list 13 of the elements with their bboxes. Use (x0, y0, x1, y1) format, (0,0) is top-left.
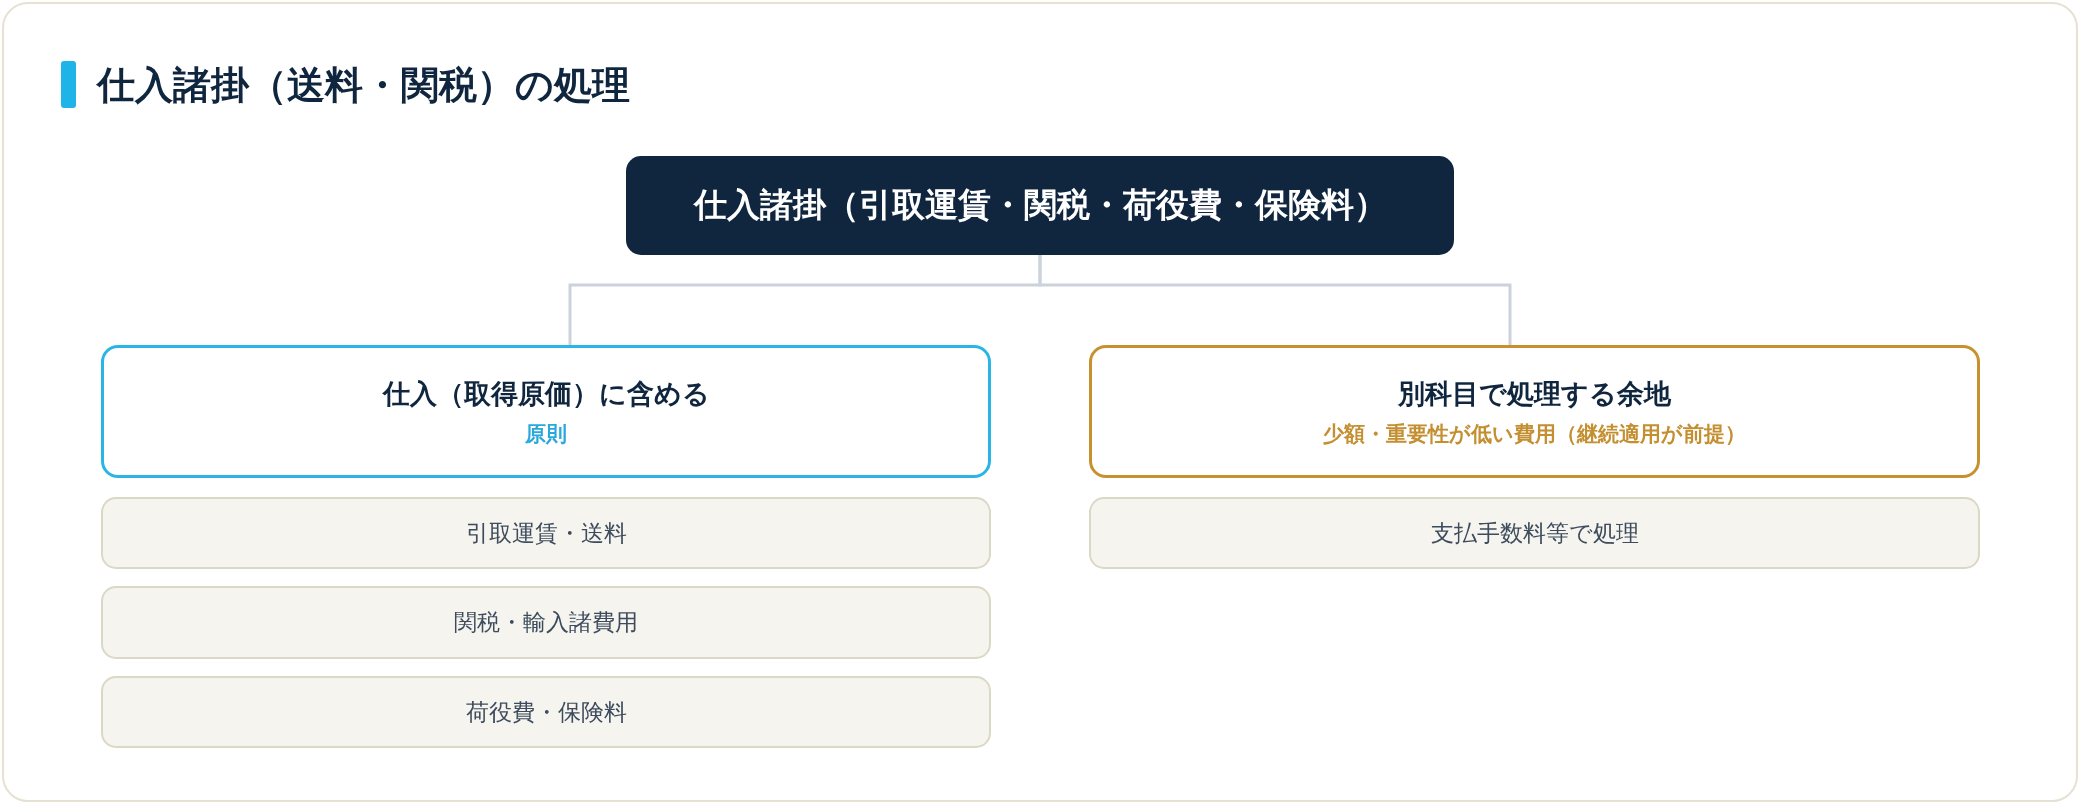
item-box: 荷役費・保険料 (101, 676, 991, 748)
connector-line (1038, 255, 1512, 345)
category-box (101, 345, 991, 478)
category-box (1089, 345, 1980, 478)
box-note: 原則 (525, 420, 567, 448)
box-heading: 別科目で処理する余地 (1398, 376, 1671, 411)
box-note: 少額・重要性が低い費用（継続適用が前提） (1323, 420, 1746, 448)
item-box: 支払手数料等で処理 (1089, 497, 1980, 569)
item-box: 引取運賃・送料 (101, 497, 991, 569)
root-box: 仕入諸掛（引取運賃・関税・荷役費・保険料） (626, 156, 1454, 255)
item-box: 関税・輸入諸費用 (101, 586, 991, 659)
box-heading: 仕入（取得原価）に含める (382, 376, 710, 411)
title: 仕入諸掛（送料・関税）の処理 (97, 62, 630, 109)
